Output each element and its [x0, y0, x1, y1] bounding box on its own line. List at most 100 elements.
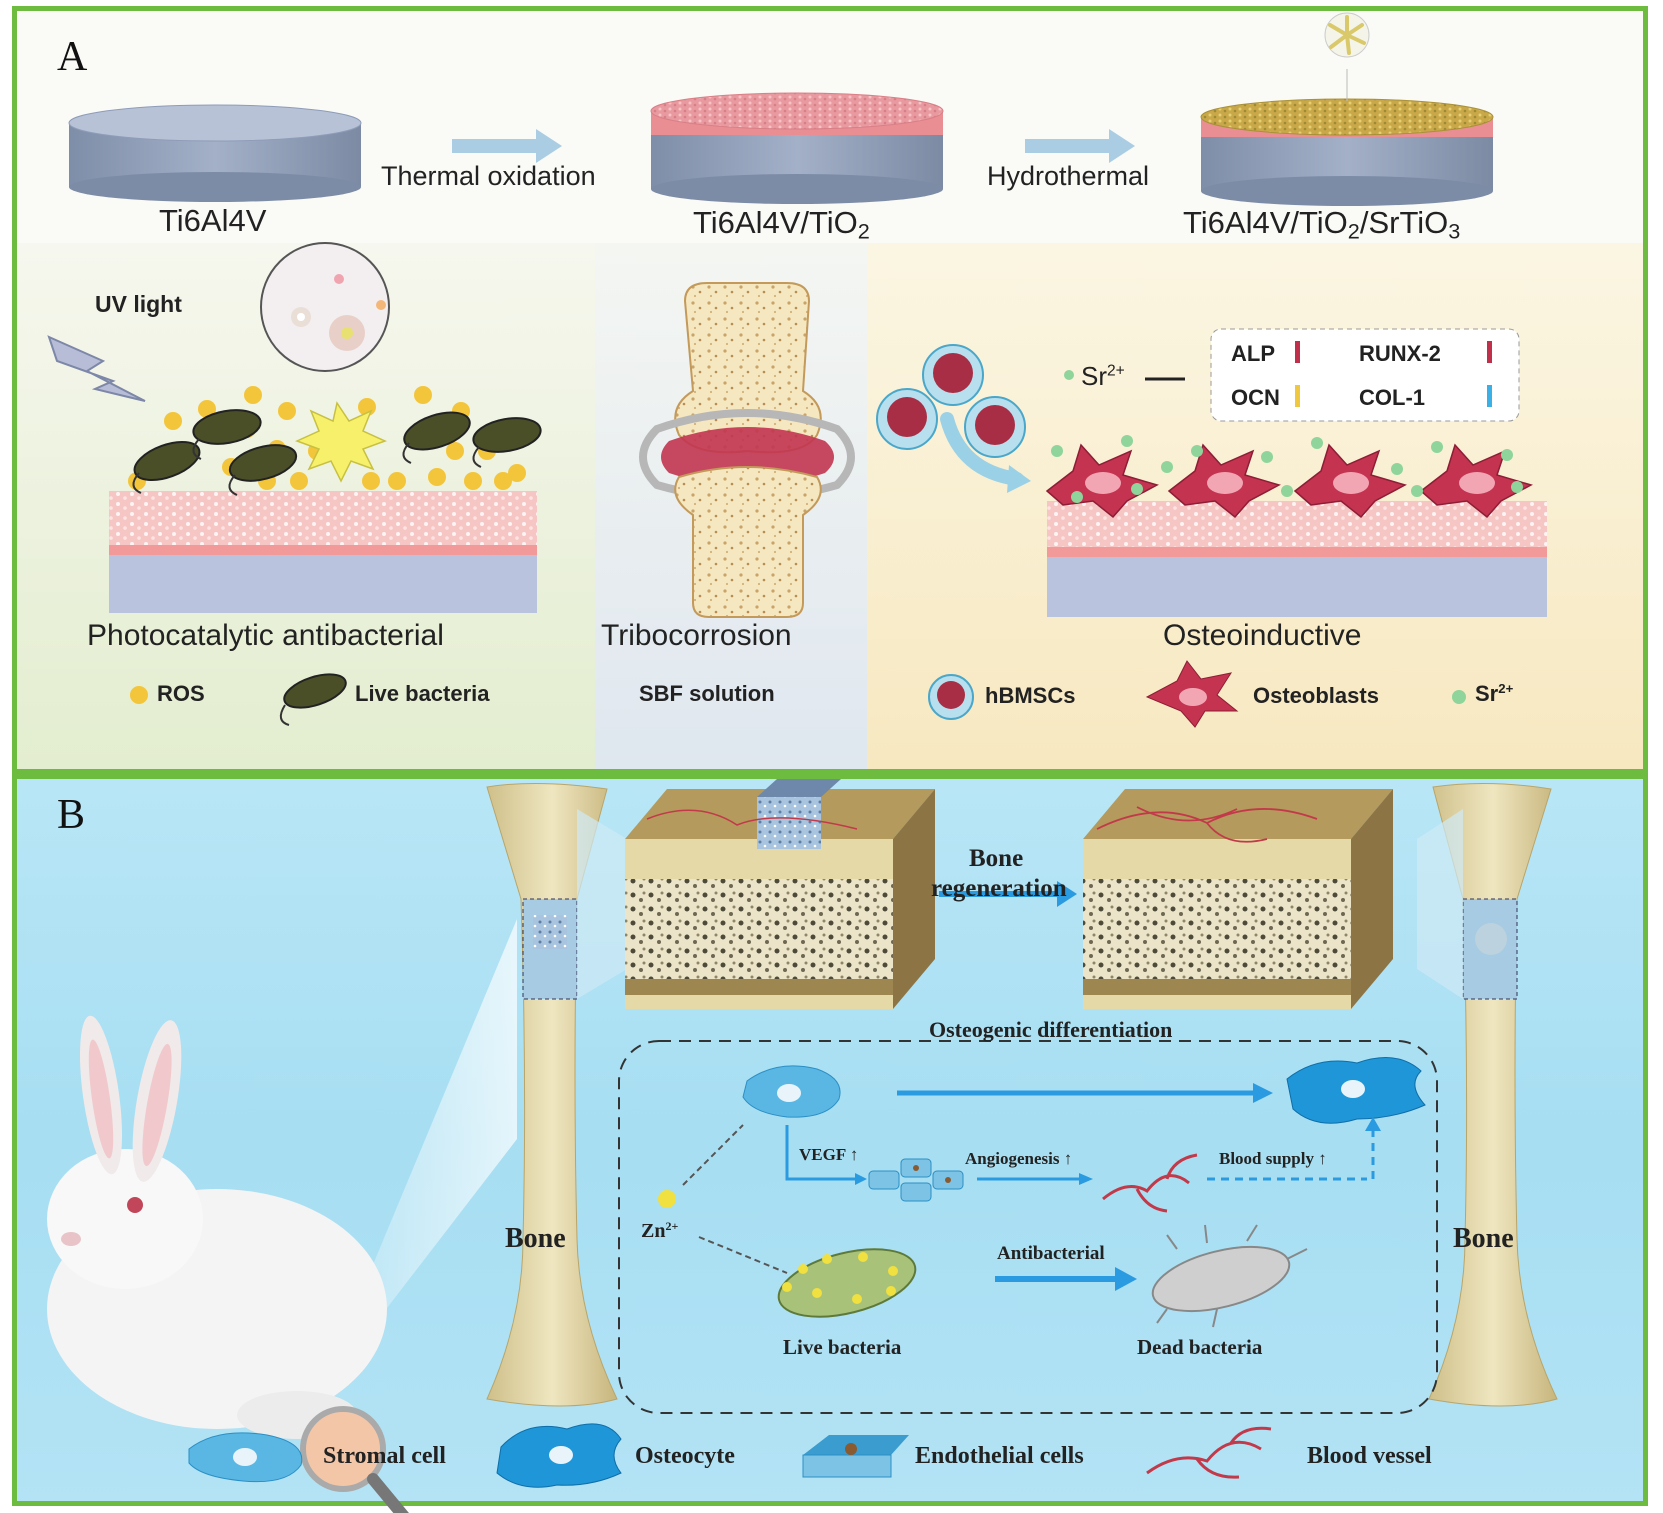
disk3-sub1: 2: [1347, 218, 1360, 244]
bone-right: [1428, 782, 1558, 1407]
label-ti6al4v: Ti6Al4V: [159, 203, 267, 238]
bone-left: [486, 782, 618, 1407]
bacterium: [133, 440, 201, 482]
coating-layer-right: [1047, 501, 1547, 617]
live-bacteria-legend-label: Live bacteria: [355, 681, 490, 706]
sr-ion: [1501, 449, 1513, 461]
legend-endothelial-label: Endothelial cells: [915, 1443, 1084, 1469]
osteogenic-label: Osteogenic differentiation: [929, 1017, 1173, 1042]
sr-ion: [1281, 485, 1293, 497]
bone-left-label: Bone: [505, 1223, 566, 1254]
stromal-cell-top: [742, 1065, 841, 1118]
vegf-arrow: [785, 1125, 857, 1181]
zn-particles: [782, 1252, 898, 1304]
sr-ion-label: Sr2+: [1081, 361, 1125, 392]
osteocyte-top: [1286, 1057, 1426, 1124]
col1-up-icon: [1487, 385, 1492, 407]
label-ti6al4v-tio2: Ti6Al4V/TiO2: [693, 205, 870, 244]
legend-sr-sup: 2+: [1498, 681, 1514, 697]
sr-ion: [1311, 437, 1323, 449]
ros-particle: [508, 464, 526, 482]
osteogenic-arrowhead: [1253, 1083, 1273, 1103]
arrow-hydrothermal: [1025, 129, 1135, 163]
magnifier-icon: [300, 1406, 409, 1513]
angiogenesis-label: Angiogenesis ↑: [965, 1149, 1072, 1169]
zn-to-stromal: [682, 1124, 744, 1186]
zoom-left: [577, 809, 627, 999]
zn-particle: [782, 1282, 792, 1292]
angio-text: Angiogenesis: [965, 1149, 1060, 1168]
step-hydrothermal: Hydrothermal: [987, 161, 1150, 191]
flagellum: [472, 446, 482, 468]
panel-b: B Bone Bone Bone regeneration Osteogenic…: [12, 774, 1648, 1513]
panel-a-graphics: [17, 12, 1643, 769]
ocn-up-icon: [1295, 385, 1300, 407]
ros-particle: [164, 412, 182, 430]
dead-bacteria-label: Dead bacteria: [1137, 1335, 1263, 1359]
angio-up-icon: ↑: [1059, 1149, 1073, 1168]
vegf-up-icon: ↑: [845, 1145, 859, 1164]
vegf-arrowhead: [855, 1173, 867, 1185]
sr-ion: [1131, 483, 1143, 495]
differentiation-arrow: [940, 412, 1024, 486]
zn-to-bacteria: [698, 1236, 788, 1274]
legend-endothelial-icon: [802, 1435, 909, 1478]
stem-cell-nucleus: [933, 353, 973, 393]
sr-ion: [1511, 481, 1523, 493]
runx2-up-icon: [1487, 341, 1492, 363]
flagellum: [402, 442, 412, 464]
hbmsc-cells: [876, 344, 1026, 458]
disk-ti6al4v: [68, 104, 362, 202]
sr-legend-label: Sr2+: [1475, 681, 1513, 707]
coating-layer-left: [109, 491, 537, 613]
ros-particle: [388, 472, 406, 490]
bone-block-defect: [625, 779, 935, 1009]
bone-block-regenerated: [1083, 789, 1393, 1009]
bacterium: [228, 444, 298, 482]
sr-ion: [1261, 451, 1273, 463]
live-bacterium: [777, 1248, 917, 1318]
flagellum: [228, 474, 238, 496]
supply-arrowhead: [1365, 1117, 1381, 1131]
gene-alp: ALP: [1231, 341, 1275, 366]
panel-a-label: A: [57, 34, 88, 80]
disk3-sub2: 3: [1448, 218, 1461, 244]
disk-ti6al4v-tio2: [650, 92, 944, 204]
flagellum: [132, 472, 142, 494]
regeneration-label-1: Bone: [969, 845, 1024, 872]
mechanism-box: [618, 1040, 1438, 1414]
regeneration-label-2: regeneration: [931, 875, 1067, 902]
bone-right-label: Bone: [1453, 1223, 1514, 1254]
disk3-main: Ti6Al4V/TiO: [1183, 205, 1348, 240]
ros-particle: [198, 400, 216, 418]
blood-vessel-mid: [1102, 1153, 1198, 1213]
bacterium: [192, 409, 262, 445]
sr-ion: [1051, 445, 1063, 457]
sr-ion: [1411, 485, 1423, 497]
stem-cell-nucleus: [887, 397, 927, 437]
ros-particle: [362, 472, 380, 490]
starburst-icon: [295, 401, 387, 483]
ros-legend-icon: [130, 686, 148, 704]
live-bacteria-label: Live bacteria: [783, 1335, 902, 1359]
antibacterial-arrowhead: [1115, 1267, 1137, 1291]
legend-osteocyte-icon: [496, 1423, 622, 1488]
gene-ocn: OCN: [1231, 385, 1280, 410]
sr-ion: [1121, 435, 1133, 447]
zn-particle: [822, 1254, 832, 1264]
joint-illustration: [639, 282, 855, 618]
sr-ions: [1051, 435, 1523, 503]
legend-vessel-icon: [1146, 1426, 1272, 1479]
bacterium: [403, 411, 471, 451]
sr-main: Sr: [1081, 361, 1107, 391]
ros-particle: [446, 442, 464, 460]
ros-particle: [494, 472, 512, 490]
photocatalytic-label: Photocatalytic antibacterial: [87, 619, 444, 652]
dead-bacterium: [1151, 1224, 1308, 1328]
gene-runx2: RUNX-2: [1359, 341, 1441, 366]
blood-supply-label: Blood supply ↑: [1219, 1149, 1327, 1169]
disk-ti6al4v-tio2-srtio3: [1200, 12, 1494, 206]
sr-ion: [1431, 441, 1443, 453]
bacterium: [472, 417, 542, 453]
legend-vessel-label: Blood vessel: [1307, 1443, 1432, 1469]
